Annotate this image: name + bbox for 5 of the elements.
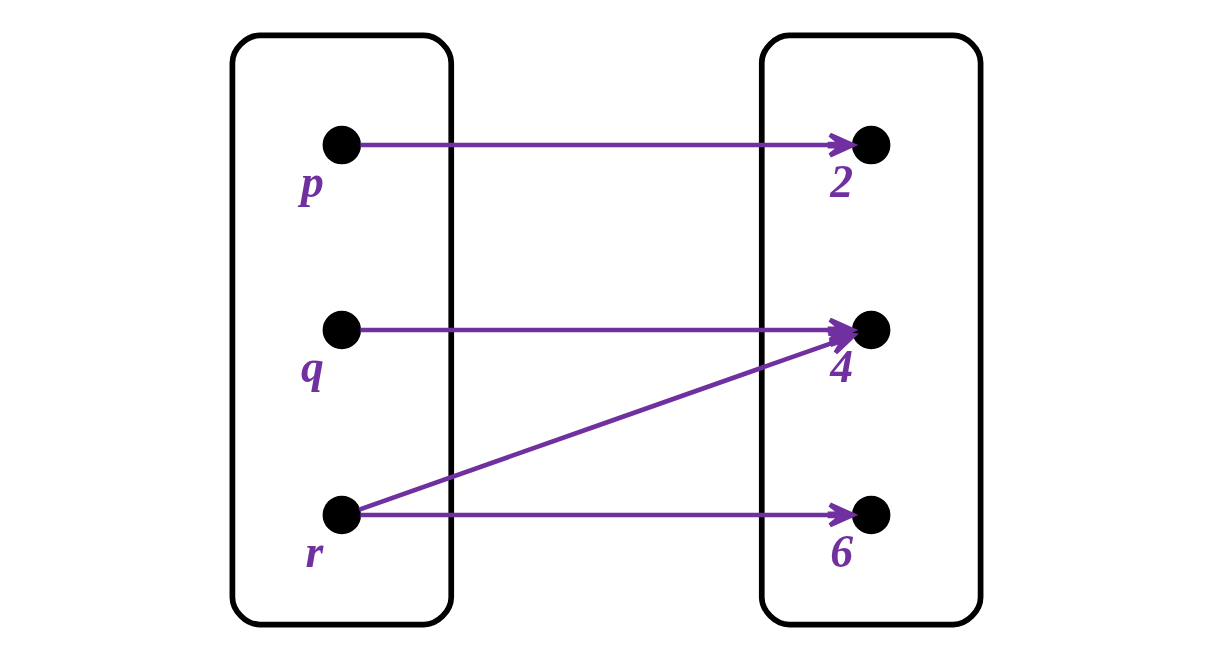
node-label: q: [300, 341, 324, 393]
node-label: 6: [830, 526, 854, 578]
node-label: 4: [830, 341, 854, 393]
node-label: 2: [830, 156, 854, 208]
node-label: r: [305, 526, 324, 578]
